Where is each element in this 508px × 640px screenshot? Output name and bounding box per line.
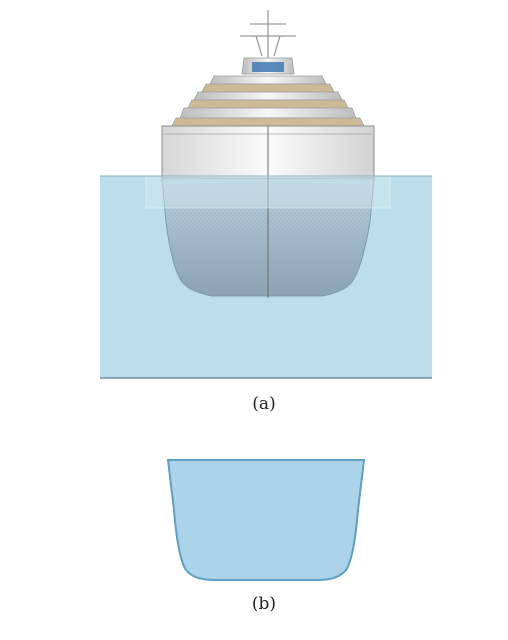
ship-mast <box>240 10 296 58</box>
cruise-ship <box>161 10 375 298</box>
waterline-band <box>145 175 391 209</box>
caption-b: (b) <box>251 594 277 614</box>
ship-decks <box>171 75 365 127</box>
displaced-volume-shape <box>166 459 366 581</box>
caption-a: (a) <box>252 394 276 414</box>
